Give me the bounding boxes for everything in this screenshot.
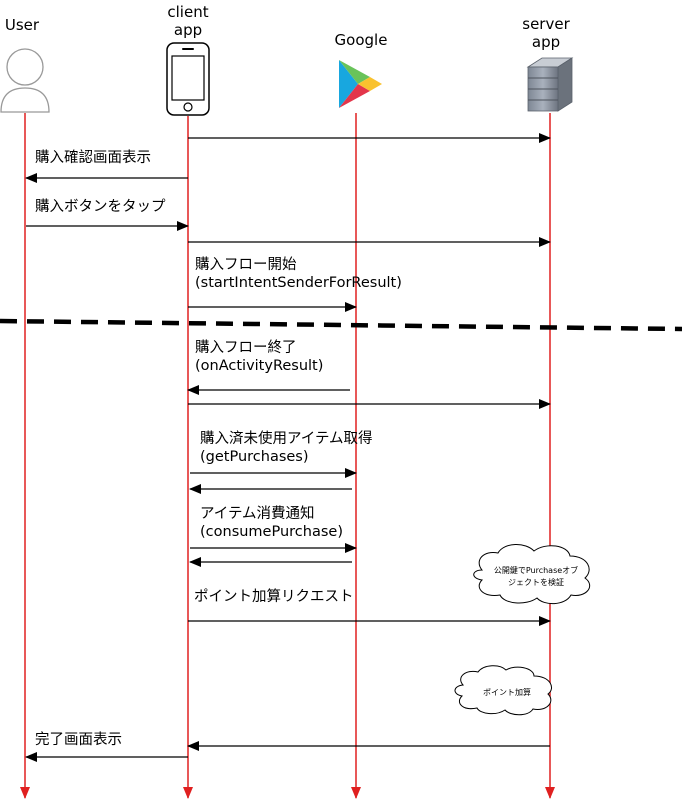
message-label-get-purchases-method: (getPurchases) (200, 449, 309, 465)
message-label-flow-end: 購入フロー終了 (195, 340, 297, 356)
message-label-flow-start-method: (startIntentSenderForResult) (195, 275, 402, 291)
note-verify-line2: ジェクトを検証 (508, 578, 564, 587)
actor-user-label: User (4, 16, 40, 34)
server-icon (526, 57, 574, 112)
message-label-flow-end-method: (onActivityResult) (195, 358, 324, 374)
message-label-get-purchases: 購入済未使用アイテム取得 (200, 431, 373, 447)
message-label-confirm-screen: 購入確認画面表示 (35, 150, 151, 166)
actor-google-label: Google (334, 31, 388, 49)
message-label-done-screen: 完了画面表示 (35, 732, 122, 748)
message-label-flow-start: 購入フロー開始 (195, 257, 297, 273)
actor-server-label-line2: app (531, 33, 561, 51)
dashed-separator (0, 318, 682, 332)
actor-client-label-line1: client (167, 3, 209, 21)
cloud-note-points (454, 665, 552, 716)
message-label-consume-method: (consumePurchase) (200, 524, 343, 540)
actor-client-label-line2: app (173, 21, 203, 39)
message-label-tap-buy: 購入ボタンをタップ (35, 199, 166, 215)
user-icon (0, 48, 50, 113)
google-play-icon (339, 60, 382, 108)
message-label-consume: アイテム消費通知 (200, 506, 315, 522)
actor-server-label-line1: server (522, 15, 570, 33)
note-verify-line1: 公開鍵でPurchaseオブ (493, 566, 579, 575)
message-label-point-request: ポイント加算リクエスト (194, 589, 354, 605)
phone-icon (166, 42, 210, 116)
cloud-note-verify (473, 544, 591, 605)
note-points: ポイント加算 (483, 688, 531, 697)
